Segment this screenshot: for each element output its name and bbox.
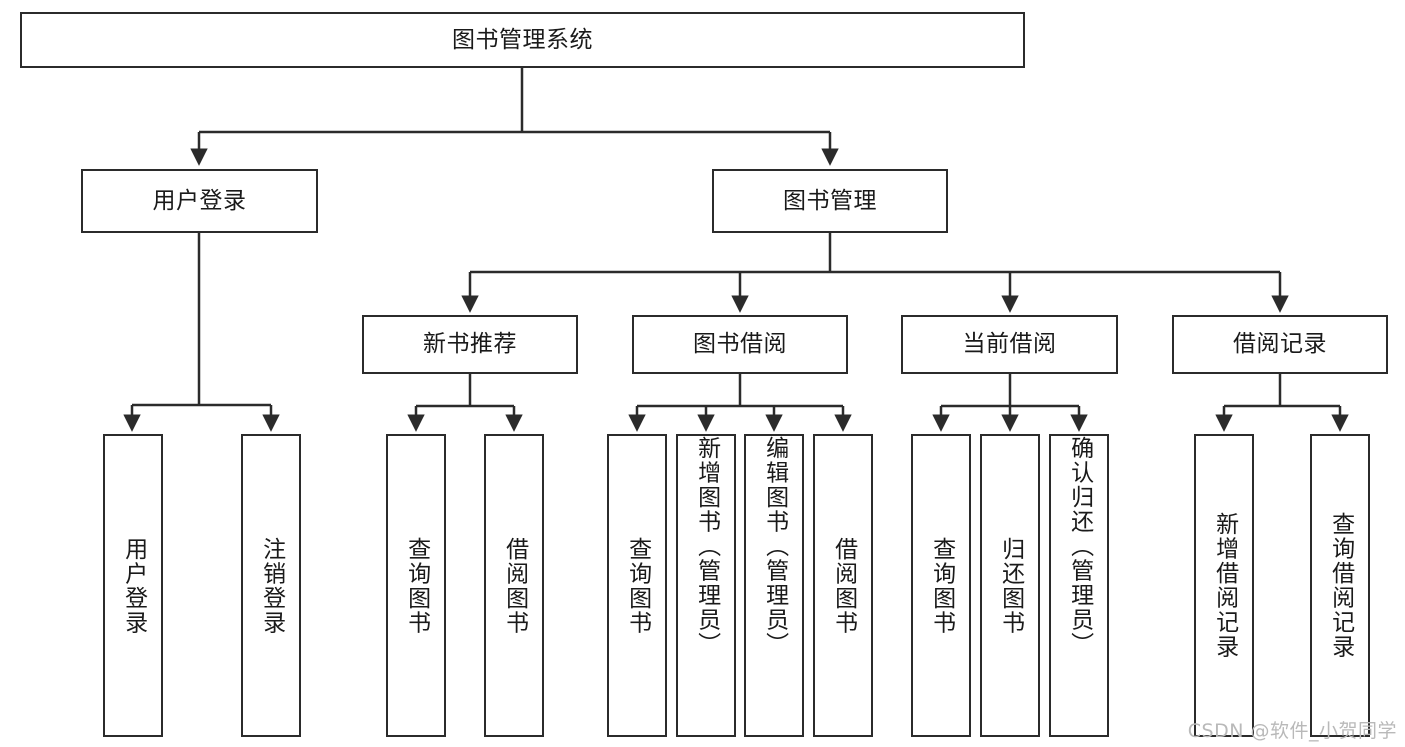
node-borrow-record-label: 借阅记录: [1233, 331, 1327, 358]
node-new-book-recommend[interactable]: 新书推荐: [362, 315, 578, 374]
node-user-login-label: 用户登录: [152, 187, 247, 214]
leaf-add-record-label: 新增借阅记录: [1211, 512, 1238, 659]
leaf-add-record[interactable]: 新增借阅记录: [1194, 434, 1254, 737]
node-current-borrow[interactable]: 当前借阅: [901, 315, 1118, 374]
leaf-query-record-label: 查询借阅记录: [1327, 512, 1354, 659]
leaf-borrow-book-1[interactable]: 借阅图书: [484, 434, 544, 737]
leaf-borrow-book-2-label: 借阅图书: [830, 536, 857, 635]
leaf-user-login-label: 用户登录: [120, 536, 147, 635]
node-book-borrow-label: 图书借阅: [693, 331, 787, 358]
leaf-add-book[interactable]: 新增图书（管理员）: [676, 434, 736, 737]
node-new-book-recommend-label: 新书推荐: [423, 331, 517, 358]
leaf-query-book-3[interactable]: 查询图书: [911, 434, 971, 737]
node-book-borrow[interactable]: 图书借阅: [632, 315, 848, 374]
leaf-logout-login-label: 注销登录: [258, 536, 285, 635]
leaf-query-book-2-label: 查询图书: [624, 536, 651, 635]
leaf-borrow-book-1-label: 借阅图书: [501, 536, 528, 635]
leaf-return-book[interactable]: 归还图书: [980, 434, 1040, 737]
node-root[interactable]: 图书管理系统: [20, 12, 1025, 68]
leaf-query-book-2[interactable]: 查询图书: [607, 434, 667, 737]
leaf-query-book-3-label: 查询图书: [928, 536, 955, 635]
leaf-edit-book-label: 编辑图书（管理员）: [761, 436, 788, 657]
leaf-query-book-1[interactable]: 查询图书: [386, 434, 446, 737]
node-book-manage[interactable]: 图书管理: [712, 169, 948, 233]
leaf-query-record[interactable]: 查询借阅记录: [1310, 434, 1370, 737]
watermark: CSDN @软件_小贺同学: [1187, 720, 1397, 742]
leaf-confirm-return[interactable]: 确认归还（管理员）: [1049, 434, 1109, 737]
leaf-confirm-return-label: 确认归还（管理员）: [1066, 436, 1093, 657]
node-borrow-record[interactable]: 借阅记录: [1172, 315, 1388, 374]
leaf-edit-book[interactable]: 编辑图书（管理员）: [744, 434, 804, 737]
leaf-return-book-label: 归还图书: [997, 536, 1024, 635]
leaf-logout-login[interactable]: 注销登录: [241, 434, 301, 737]
node-root-label: 图书管理系统: [452, 26, 593, 53]
leaf-query-book-1-label: 查询图书: [403, 536, 430, 635]
leaf-user-login[interactable]: 用户登录: [103, 434, 163, 737]
node-book-manage-label: 图书管理: [783, 187, 877, 214]
leaf-add-book-label: 新增图书（管理员）: [693, 436, 720, 657]
node-user-login[interactable]: 用户登录: [81, 169, 318, 233]
node-current-borrow-label: 当前借阅: [962, 331, 1057, 358]
leaf-borrow-book-2[interactable]: 借阅图书: [813, 434, 873, 737]
